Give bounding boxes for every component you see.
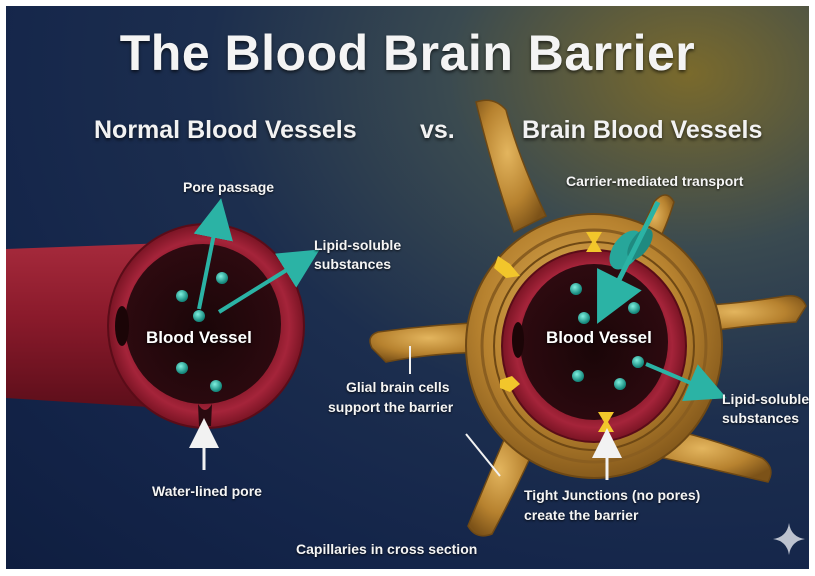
page-title: The Blood Brain Barrier [6, 24, 809, 82]
vessel-label-right: Blood Vessel [546, 328, 652, 348]
brain-vessels-heading: Brain Blood Vessels [522, 116, 762, 145]
lipid-soluble-label-right-1: Lipid-soluble [722, 390, 809, 409]
illustration [6, 6, 809, 569]
vs-label: vs. [420, 116, 455, 145]
tight-junctions-label-1: Tight Junctions (no pores) [524, 486, 700, 505]
sparkle-icon [772, 522, 806, 556]
water-lined-pore-label: Water-lined pore [152, 482, 262, 501]
footer-caption: Capillaries in cross section [296, 540, 477, 559]
glial-cells-label-2: support the barrier [328, 398, 453, 417]
tight-junctions-label-2: create the barrier [524, 506, 638, 525]
normal-vessels-heading: Normal Blood Vessels [94, 116, 357, 145]
lipid-soluble-label-right-2: substances [722, 409, 799, 428]
lipid-soluble-label-left-2: substances [314, 255, 391, 274]
lipid-soluble-label-left-1: Lipid-soluble [314, 236, 401, 255]
glial-pointer-line-2 [466, 434, 500, 476]
normal-vessel [6, 224, 304, 428]
diagram-canvas: The Blood Brain Barrier Normal Blood Ves… [6, 6, 809, 569]
carrier-transport-label: Carrier-mediated transport [566, 172, 743, 191]
vessel-label-left: Blood Vessel [146, 328, 252, 348]
pore-passage-label: Pore passage [183, 178, 274, 197]
glial-cells-label-1: Glial brain cells [346, 378, 450, 397]
